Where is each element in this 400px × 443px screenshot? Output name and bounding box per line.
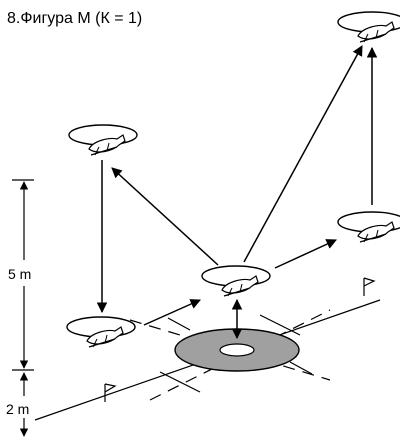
height-label-2m: 2 m xyxy=(6,401,30,417)
figure-title: 8.Фигура М (К = 1) xyxy=(7,10,143,27)
height-dimension xyxy=(12,179,34,437)
helicopter-bottom-left xyxy=(66,316,136,348)
height-label-5m: 5 m xyxy=(8,266,32,282)
flag-right xyxy=(363,277,376,296)
helicopter-center xyxy=(201,265,271,297)
flight-path xyxy=(96,45,378,340)
helicopter-top-left xyxy=(68,124,138,156)
flag-left xyxy=(104,383,117,402)
helicopter-top-right xyxy=(337,11,400,43)
helicopter-right-mid xyxy=(337,211,400,243)
